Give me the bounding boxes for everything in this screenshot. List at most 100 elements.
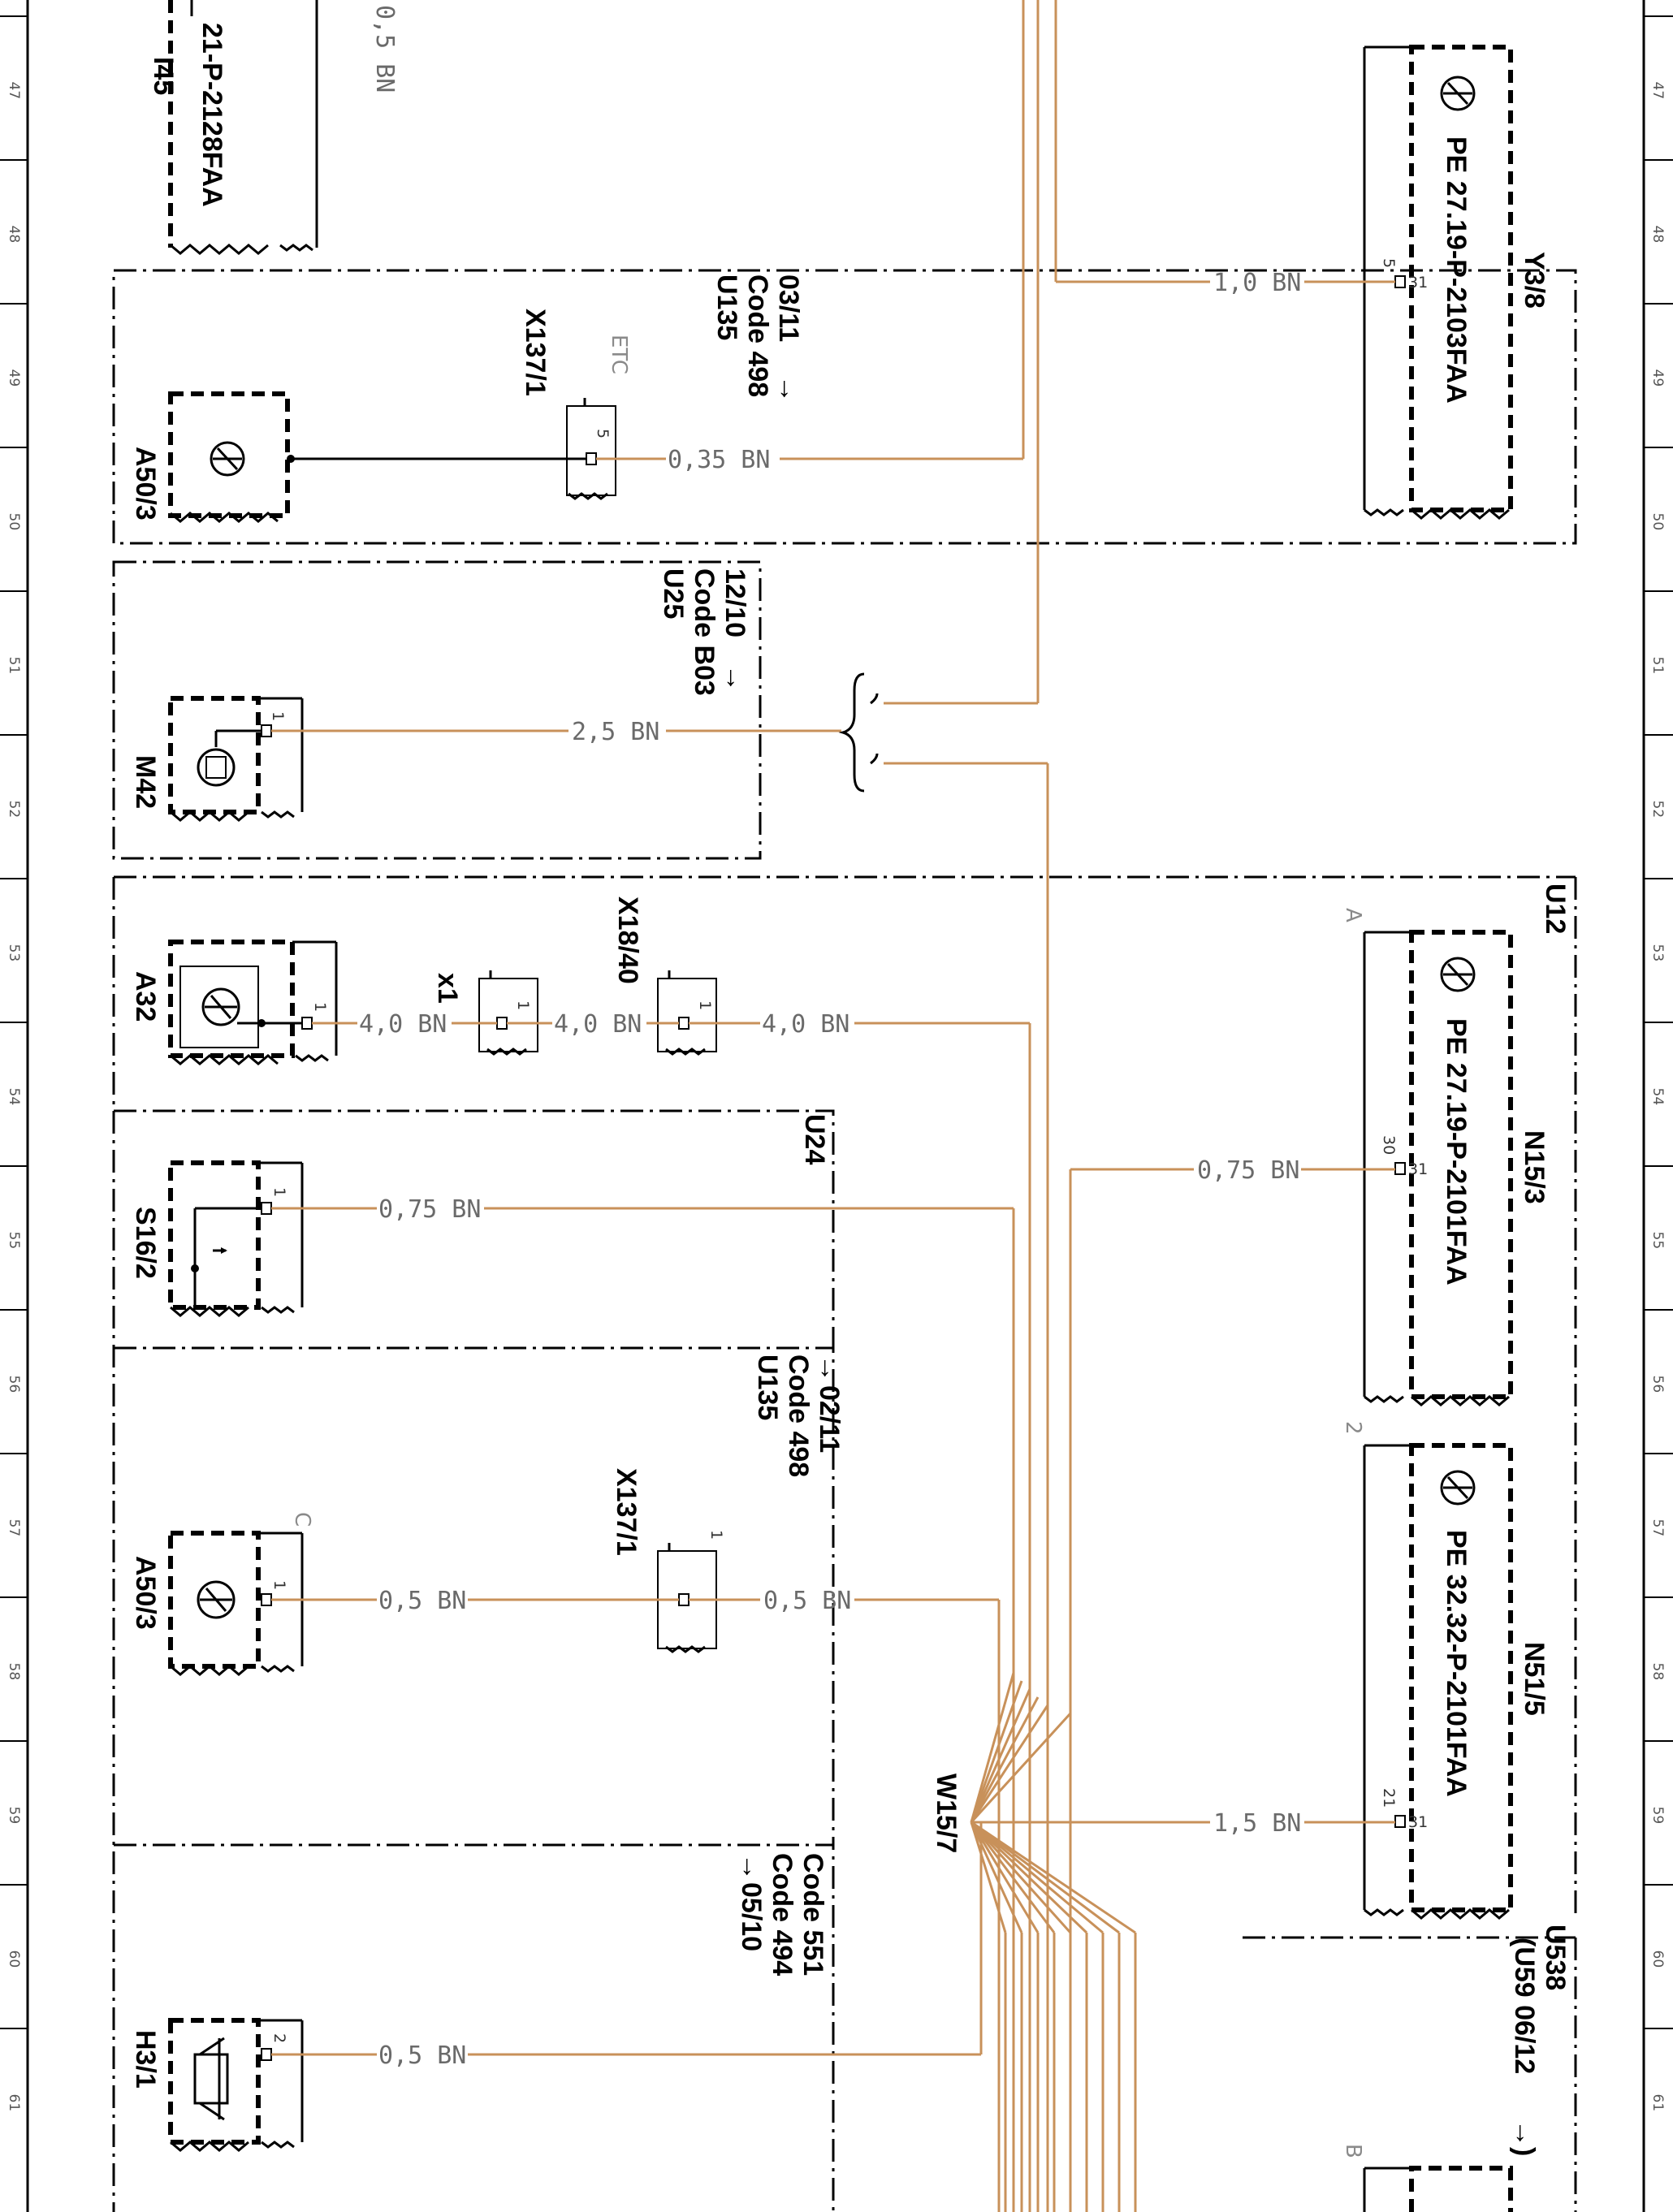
s16-2-pin: 1 (270, 1187, 288, 1197)
connector-x137-1-bottom: X137/1 1 (611, 1468, 725, 1653)
a50-3-top-u: U135 (711, 274, 742, 340)
h3-1-pin: 2 (270, 2033, 288, 2043)
frame-a50-3-top (112, 269, 1577, 545)
n15-3-name: N15/3 (1519, 1130, 1550, 1204)
wire-0-75-bn-s16-label: 0,75 BN (378, 1195, 481, 1224)
x1-name: x1 (432, 973, 463, 1004)
u24-label: U24 (799, 1114, 830, 1164)
component-n51-5: 21 31 PE 32.32-P-2101FAA N51/5 2 (1341, 1421, 1550, 1920)
a50-3-top-name: A50/3 (130, 447, 161, 521)
a50-3-bottom-name: A50/3 (130, 1556, 161, 1630)
x137-1-bottom-name: X137/1 (611, 1468, 642, 1556)
wire-0-5-bn-a50-label-2: 0,5 BN (763, 1587, 851, 1615)
grid-label: 49 (6, 369, 22, 387)
wire-0-75-bn-n15-label: 0,75 BN (1197, 1156, 1299, 1185)
grid-label: 52 (1649, 801, 1666, 819)
component-n15-3: 30 31 PE 27.19-P-2101FAA N15/3 A (1341, 908, 1550, 1406)
grid-label: 57 (1649, 1519, 1666, 1537)
grid-label: 47 (1649, 82, 1666, 100)
splice-w15-7-label: W15/7 (931, 1773, 962, 1853)
y3-8-pin-in: 5 (1380, 258, 1398, 268)
wire-4-0-bn-label-1: 4,0 BN (359, 1010, 447, 1039)
h3-1-date: 05/10 (736, 1882, 767, 1951)
note-a50-3-bottom: → 02/11 Code 498 U135 (752, 1354, 845, 1477)
n51-5-variant: 2 (1341, 1421, 1365, 1435)
grid-label: 58 (1649, 1663, 1666, 1681)
m42-code: Code B03 (689, 568, 720, 696)
x18-40-pin: 1 (696, 1000, 714, 1010)
grid-label: 54 (6, 1088, 22, 1106)
component-a50-3-top: A50/3 (130, 391, 591, 523)
wire-0-5-bn-a50-label-1: 0,5 BN (378, 1587, 466, 1615)
a32-name: A32 (130, 971, 161, 1022)
note-a50-3-top: 03/11 Code 498 U135 → (711, 274, 804, 403)
component-h3-1: 2 H3/1 (130, 2018, 304, 2152)
m42-u: U25 (658, 568, 689, 619)
n51-5-doc: PE 32.32-P-2101FAA (1441, 1530, 1472, 1797)
wire-1-0-bn: 1,0 BN (1054, 0, 1395, 297)
y3-8-pin: 31 (1408, 274, 1428, 292)
grid-label: 55 (1649, 1232, 1666, 1250)
wire-4-0-bn-label-3: 4,0 BN (762, 1010, 849, 1039)
brace-junction (838, 672, 1049, 2212)
frame-a50-3-bottom (114, 1346, 835, 1847)
n15-3-pin: 31 (1408, 1160, 1428, 1178)
m42-name: M42 (130, 755, 161, 809)
grid-label: 49 (1649, 369, 1666, 387)
a50-3-bottom-date: 02/11 (814, 1385, 845, 1453)
splice-w15-7: W15/7 (931, 1672, 1137, 2212)
n51-5-pin: 31 (1408, 1813, 1428, 1831)
a50-3-bottom-code: Code 498 (783, 1354, 814, 1477)
block-i45-doc: 21-P-2128FAA (197, 23, 227, 207)
grid-label: 47 (6, 82, 22, 100)
m42-arrow: → (720, 664, 750, 692)
u538-label: U538 (1540, 1925, 1571, 1990)
grid-label: 58 (6, 1663, 22, 1681)
m42-date: 12/10 (720, 568, 750, 637)
h3-1-arrow: → (736, 1853, 767, 1881)
component-a32: 1 A32 (130, 940, 338, 1065)
x137-1-top-pin: 5 (594, 429, 612, 439)
block-i45-wire: 0,5 BN (370, 5, 399, 93)
grid-label: 51 (1649, 657, 1666, 675)
grid-label: 60 (1649, 1951, 1666, 1968)
grid-label: 61 (1649, 2094, 1666, 2112)
x137-1-top-etc: ETC (607, 335, 631, 374)
a32-pin: 1 (311, 1002, 329, 1012)
h3-1-code2: Code 494 (767, 1853, 798, 1976)
component-m42: 1 M42 (130, 696, 304, 822)
block-i45-name: I45 (148, 57, 179, 95)
a50-3-top-arrow: → (773, 375, 804, 403)
component-s16-2: 1 S16/2 (130, 1160, 304, 1317)
n51-5-name: N51/5 (1519, 1642, 1550, 1716)
grid-label: 56 (6, 1376, 22, 1393)
u12-label: U12 (1540, 884, 1571, 934)
note-m42: 12/10 Code B03 U25 → (658, 568, 750, 696)
a50-3-top-date: 03/11 (773, 274, 804, 342)
a50-3-bottom-pin: 1 (270, 1580, 288, 1590)
wire-2-5-bn-label: 2,5 BN (572, 718, 659, 746)
a50-3-bottom-pin-label: C (290, 1512, 314, 1527)
grid-label: 52 (6, 801, 22, 819)
block-i45: I45 21-P-2128FAA 0,5 BN (148, 0, 399, 255)
a50-3-bottom-u: U135 (752, 1354, 783, 1420)
grid-label: 59 (1649, 1807, 1666, 1825)
a50-3-bottom-arrow: → (814, 1354, 845, 1382)
component-a50-3-bottom: 1 C A50/3 (130, 1512, 314, 1676)
grid-label: 51 (6, 657, 22, 675)
h3-1-code1: Code 551 (798, 1853, 828, 1976)
connector-x137-1-top: X137/1 ETC 5 (520, 309, 631, 500)
wire-1-5-bn-label: 1,5 BN (1213, 1809, 1301, 1838)
wire-0-5-bn-h3: 0,5 BN (271, 1822, 983, 2070)
frame-m42 (112, 560, 762, 860)
wire-1-5-bn: 1,5 BN (971, 1809, 1395, 1838)
grid-label: 59 (6, 1807, 22, 1825)
component-y3-8: 5 31 PE 27.19-P-2103FAA Y3/8 (1363, 45, 1550, 520)
wire-0-5-bn-h3-label: 0,5 BN (378, 2041, 466, 2070)
grid-label: 55 (6, 1232, 22, 1250)
u538-note: (U59 06/12 (1509, 1938, 1540, 2074)
wire-2-5-bn: 2,5 BN (271, 718, 841, 746)
grid-label: 50 (1649, 513, 1666, 531)
